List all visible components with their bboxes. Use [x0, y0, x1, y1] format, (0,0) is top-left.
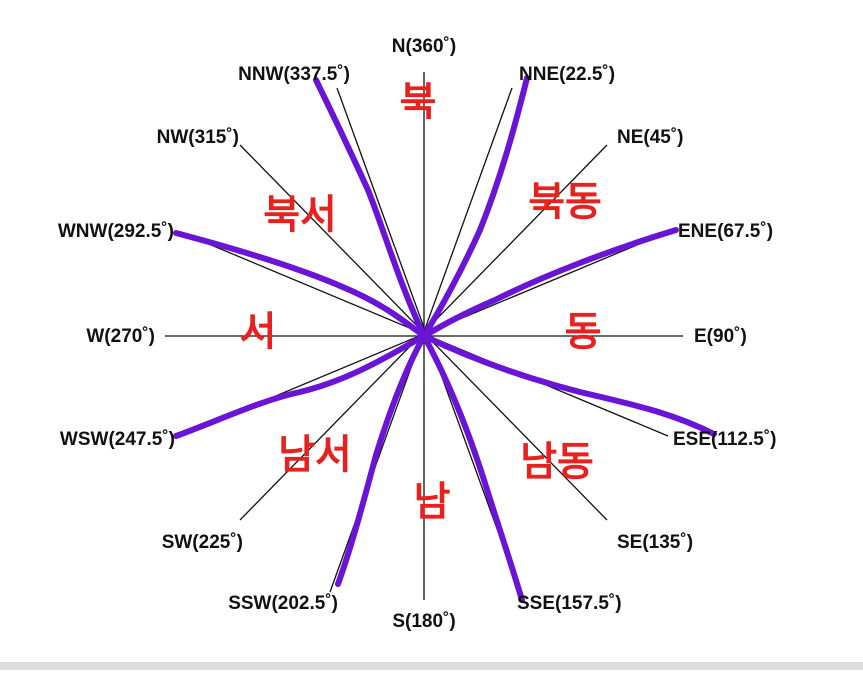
hw-south: 남 [414, 479, 451, 525]
stroke-ene [421, 227, 679, 339]
label-nnw: NNW(337.5˚) [238, 64, 350, 85]
label-w: W(270˚) [86, 326, 155, 347]
stroke-wnw [173, 230, 427, 339]
label-nne: NNE(22.5˚) [519, 64, 615, 85]
label-e: E(90˚) [694, 326, 747, 347]
label-ese: ESE(112.5˚) [673, 429, 777, 450]
label-nw: NW(315˚) [157, 127, 239, 148]
stroke-nnw [313, 77, 427, 339]
stroke-ese [421, 333, 717, 437]
label-wnw: WNW(292.5˚) [58, 221, 174, 242]
label-ene: ENE(67.5˚) [678, 221, 773, 242]
window-bottom-edge [0, 662, 863, 670]
handwritten-labels: 북 북동 동 남동 남 남서 서 북서 [240, 79, 602, 525]
stroke-ssw [335, 333, 427, 587]
hw-southeast: 남동 [520, 439, 594, 485]
label-s: S(180˚) [392, 611, 455, 632]
stroke-sse [421, 333, 525, 603]
label-ne: NE(45˚) [617, 127, 684, 148]
hw-west: 서 [240, 309, 277, 355]
label-se: SE(135˚) [617, 532, 693, 553]
center-point [419, 331, 429, 341]
hw-northwest: 북서 [263, 192, 337, 238]
hw-east: 동 [565, 309, 602, 355]
hw-north: 북 [400, 79, 437, 125]
label-sse: SSE(157.5˚) [517, 593, 622, 614]
hw-southwest: 남서 [278, 432, 352, 478]
stroke-nne [421, 75, 530, 339]
boundary-strokes [173, 75, 717, 603]
stroke-wsw [173, 333, 427, 439]
direction-labels: N(360˚) NNE(22.5˚) NE(45˚) ENE(67.5˚) E(… [58, 36, 777, 632]
label-ssw: SSW(202.5˚) [228, 593, 338, 614]
label-wsw: WSW(247.5˚) [60, 429, 175, 450]
label-sw: SW(225˚) [162, 532, 243, 553]
label-n: N(360˚) [392, 36, 456, 57]
hw-northeast: 북동 [528, 179, 602, 225]
